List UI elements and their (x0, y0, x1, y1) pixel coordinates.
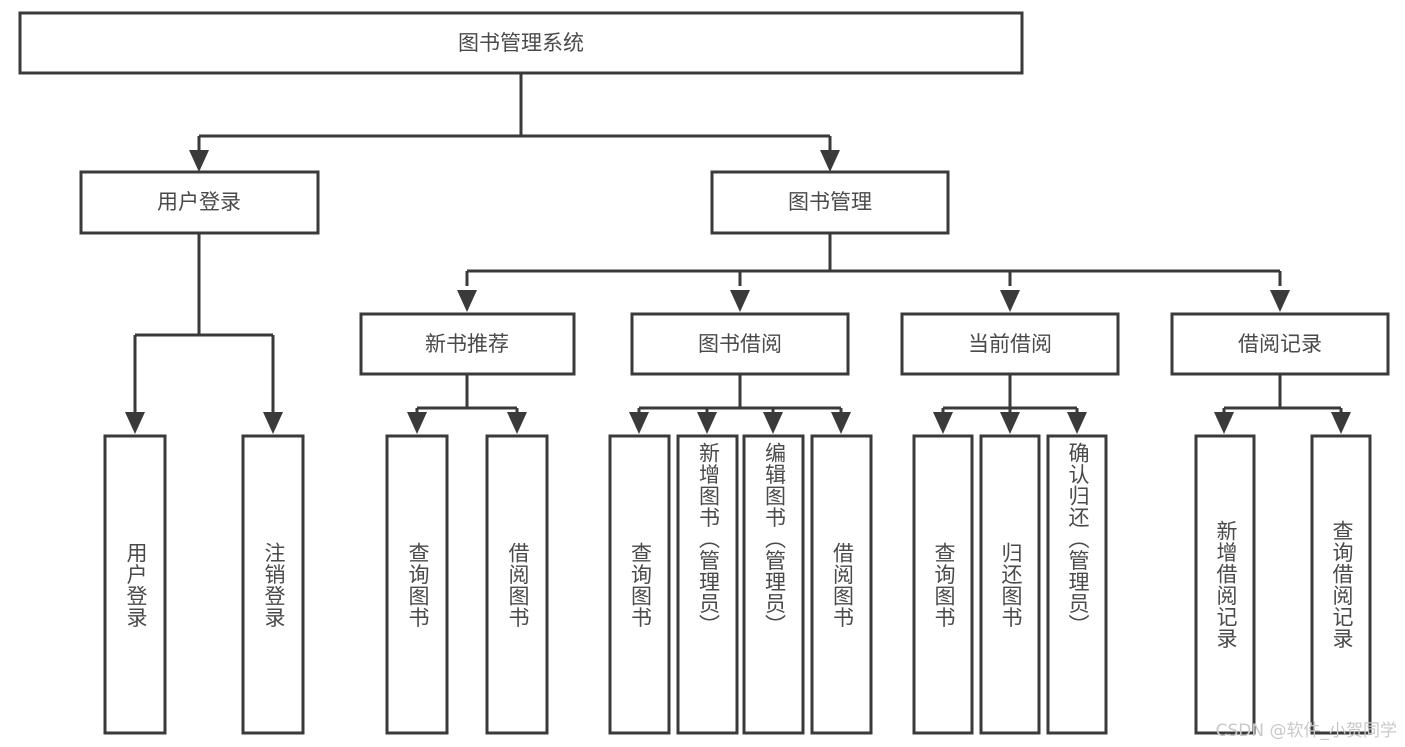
node-user-login-label: 用户登录 (157, 190, 241, 214)
node-leaf-logout[interactable] (241, 434, 305, 735)
node-leaf-edit-book[interactable] (742, 434, 805, 735)
node-book-borrow[interactable]: 图书借阅 (630, 312, 850, 376)
connector-newbookrec-to-leaves (407, 374, 527, 434)
node-new-book-rec-label: 新书推荐 (425, 332, 509, 356)
node-root-label: 图书管理系统 (458, 31, 584, 55)
node-book-manage[interactable]: 图书管理 (710, 170, 950, 235)
connector-bookmanage-to-level2 (457, 233, 1290, 312)
node-new-book-rec[interactable]: 新书推荐 (359, 312, 576, 376)
node-root[interactable]: 图书管理系统 (18, 11, 1024, 75)
node-current-borrow[interactable]: 当前借阅 (900, 312, 1120, 376)
watermark: CSDN @软件_小贺同学 (1215, 721, 1397, 741)
node-leaf-confirm-return[interactable] (1046, 434, 1108, 735)
node-leaf-add-book[interactable] (676, 434, 739, 735)
connector-root-to-level1 (189, 73, 840, 172)
node-leaf-user-login[interactable] (103, 434, 167, 735)
node-current-borrow-label: 当前借阅 (968, 332, 1052, 356)
node-leaf-query-record[interactable] (1310, 434, 1372, 735)
node-user-login[interactable]: 用户登录 (79, 170, 320, 235)
node-leaf-query-book-2[interactable] (608, 434, 671, 735)
connector-currentborrow-to-leaves (933, 374, 1087, 434)
connector-userlogin-to-leaves (125, 233, 283, 434)
node-leaf-borrow-book-1[interactable] (485, 434, 549, 735)
node-leaf-query-book-1[interactable] (385, 434, 449, 735)
node-book-manage-label: 图书管理 (788, 190, 872, 214)
node-borrow-record[interactable]: 借阅记录 (1170, 312, 1390, 376)
node-borrow-record-label: 借阅记录 (1238, 332, 1322, 356)
node-leaf-borrow-book-2[interactable] (810, 434, 873, 735)
node-book-borrow-label: 图书借阅 (698, 332, 782, 356)
node-leaf-add-record[interactable] (1194, 434, 1256, 735)
connector-bookborrow-to-leaves (629, 374, 851, 434)
connector-borrowrecord-to-leaves (1214, 374, 1351, 434)
node-leaf-return-book[interactable] (979, 434, 1041, 735)
node-leaf-query-book-3[interactable] (912, 434, 974, 735)
